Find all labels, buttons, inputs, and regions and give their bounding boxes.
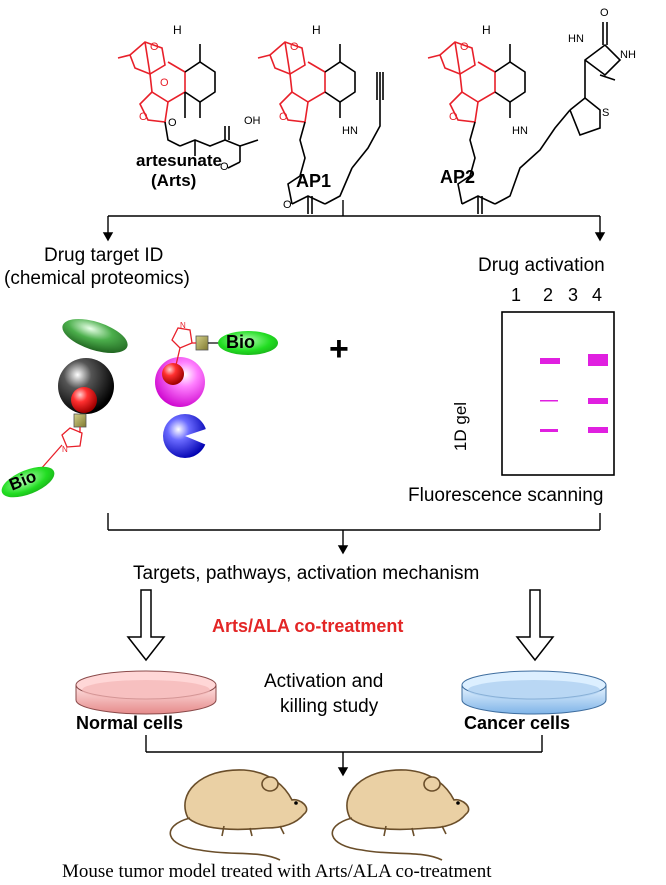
bio-tag-top [218,331,278,355]
activation-study-line2: killing study [280,696,379,717]
bottom-bracket [145,735,543,777]
top-bracket [102,200,606,242]
middle-bracket [107,513,601,555]
triazole-ring-left [61,427,83,448]
hollow-arrow-left [126,589,166,662]
bio-tag-left [1,466,55,498]
arts-atom-o1: O [150,41,159,53]
ap2-atom-h1: H [482,23,491,37]
cotreatment-label: Arts/ALA co-treatment [212,616,404,636]
triazole-n-left: N [62,445,68,454]
lane-label-4: 4 [592,285,603,305]
triazole-n-top: N [180,321,186,330]
gel-band-lane4-b [588,398,608,404]
ap2-atom-s: S [602,107,610,119]
ap2-atom-o-urea: O [600,7,609,19]
targets-pathways-text: Targets, pathways, activation mechanism [133,563,480,584]
activation-study-line1: Activation and [264,671,384,692]
arts-atom-oh: OH [244,115,261,127]
mouse-left [169,769,308,861]
cancer-cells-label: Cancer cells [464,713,571,733]
ap1-label: AP1 [296,171,332,191]
lane-label-1: 1 [511,285,522,305]
mouse-right [331,769,470,861]
ap1-atom-nh: HN [342,125,358,137]
arts-atom-h1: H [173,23,182,37]
chemical-proteomics-subtitle: (chemical proteomics) [4,268,190,289]
artesunate-label: artesunate [136,151,222,170]
gel-frame [501,311,615,476]
plus-sign: + [329,330,349,368]
ap1-structure [257,41,384,214]
ap1-atom-o2: O [279,111,288,123]
black-probe-ball [71,387,97,413]
ap2-label: AP2 [440,167,476,187]
lane-label-2: 2 [543,285,554,305]
drug-activation-title: Drug activation [478,255,605,276]
arts-atom-o4: O [168,117,177,129]
lane-label-3: 3 [568,285,579,305]
blue-protein-notch [185,428,209,446]
arts-atom-o2: O [160,77,169,89]
magenta-probe-ball [162,363,184,385]
gel-band-lane4-c [588,427,608,433]
linker-box-top [195,335,209,351]
normal-cells-dish [75,670,217,715]
protein-cartoon [1,319,278,498]
gel-panel [501,311,615,476]
ap2-atom-hn2: HN [568,33,584,45]
fluorescence-caption: Fluorescence scanning [408,485,604,506]
arts-atom-o5: O [220,161,229,173]
cancer-cells-dish [461,670,607,715]
arts-atom-o3: O [139,111,148,123]
gel-band-lane2-a [540,358,560,364]
artesunate-structure [117,41,259,169]
gel-axis-label: 1D gel [451,401,471,452]
hollow-arrow-right [515,589,555,662]
green-oval-protein [62,319,128,353]
arts-abbr-label: (Arts) [151,171,197,190]
ap2-atom-o1: O [460,41,469,53]
ap1-atom-h1: H [312,23,321,37]
ap2-structure [427,22,622,214]
gel-band-lane4-a [588,354,608,366]
gel-band-lane2-b [540,400,558,402]
ap2-atom-nh: NH [620,49,636,61]
gel-band-lane2-c [540,429,558,432]
ap1-atom-o1: O [290,41,299,53]
normal-cells-label: Normal cells [76,713,184,733]
bio-label-top: Bio [226,332,255,352]
mouse-model-caption: Mouse tumor model treated with Arts/ALA … [62,861,492,882]
ap1-atom-o3: O [283,199,292,211]
linker-box-left [73,413,87,428]
drug-target-title: Drug target ID [44,245,164,266]
triazole-ring-top [171,327,193,349]
ap2-atom-o2: O [449,111,458,123]
ap2-atom-hn: HN [512,125,528,137]
